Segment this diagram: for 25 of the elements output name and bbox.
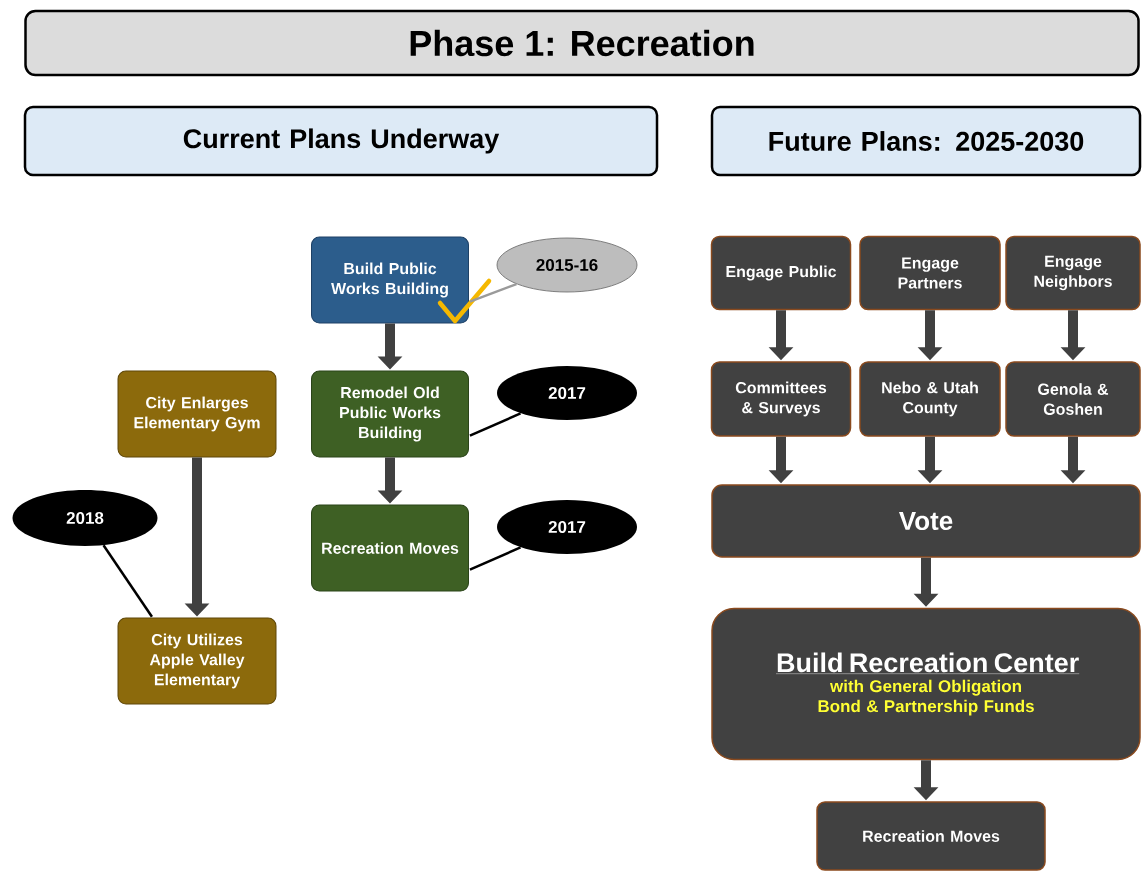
process-box: Engage Public (710, 235, 852, 311)
callout-tail (469, 412, 522, 437)
callout-bubble: 2017 (497, 366, 637, 420)
process-box: Committees & Surveys (710, 361, 852, 437)
title-band: Phase 1: Recreation (24, 9, 1140, 77)
process-box: Nebo & Utah County (859, 361, 1001, 437)
process-box: City Enlarges Elementary Gym (117, 370, 277, 458)
callout-bubble: 2017 (497, 500, 637, 554)
process-box: City Utilizes Apple Valley Elementary (117, 617, 277, 705)
process-box: Genola & Goshen (1005, 361, 1141, 437)
process-box: Build Recreation Center with General Obligation Bond & Partnership Funds (711, 607, 1141, 761)
process-box: Recreation Moves (311, 504, 469, 592)
callout-bubble: 2015-16 (496, 237, 638, 293)
callout-tail (102, 544, 153, 618)
callout-tail (469, 282, 517, 303)
callout-tail (469, 546, 522, 571)
callout-bubble: 2018 (12, 490, 158, 546)
section-header: Current Plans Underway (23, 105, 659, 177)
process-box: Engage Partners (859, 235, 1001, 311)
process-box: Build Public Works Building (311, 236, 469, 324)
process-box: Vote (711, 484, 1141, 558)
process-box: Remodel Old Public Works Building (311, 370, 469, 458)
process-box: Engage Neighbors (1005, 235, 1141, 311)
process-box: Recreation Moves (816, 801, 1046, 871)
section-header: Future Plans: 2025-2030 (710, 105, 1142, 177)
